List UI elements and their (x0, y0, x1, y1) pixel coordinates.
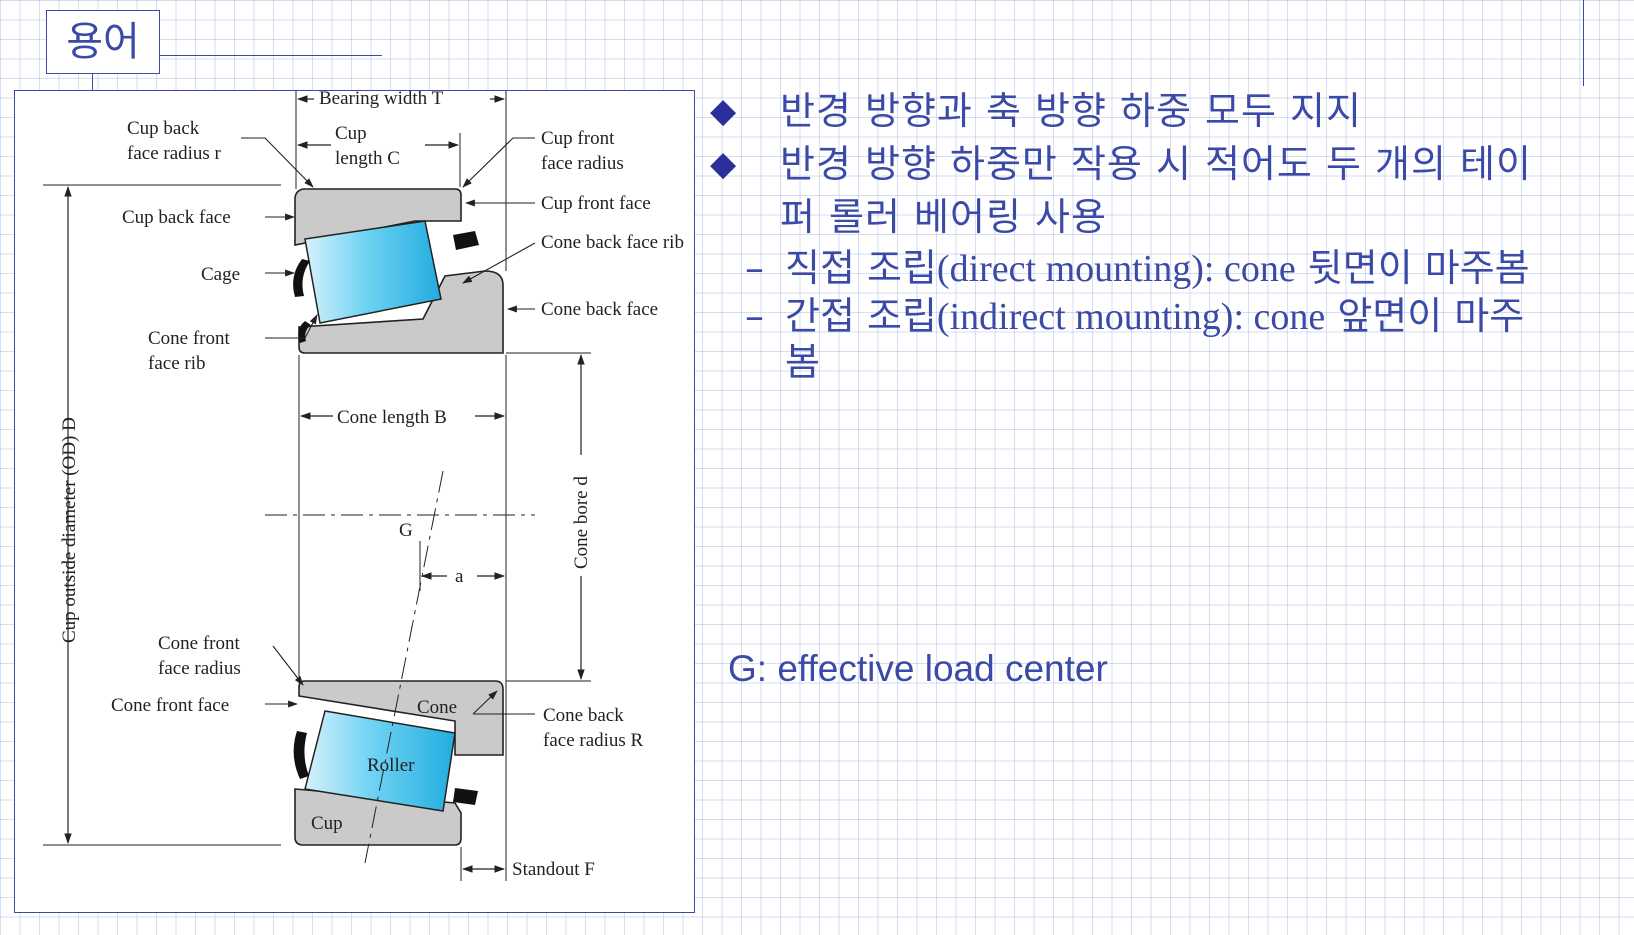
label-cup-back-radius-1: Cup back (127, 118, 200, 139)
bullet-text-line2: 퍼 롤러 베어링 사용 (780, 195, 1107, 239)
bearing-figure: Bearing width T Cup back face radius r C… (14, 90, 695, 913)
label-cone: Cone (417, 697, 457, 718)
bullet-text: 반경 방향과 축 방향 하중 모두 지지 (780, 89, 1362, 133)
label-cup-front-radius-2: face radius (541, 153, 624, 174)
sub-bullet-prefix: 직접 조립 (785, 246, 937, 290)
dash-bullet: – (745, 294, 764, 338)
label-cup-back-radius-2: face radius r (127, 143, 222, 164)
title-stub-rule (92, 74, 93, 90)
label-cone-back-face-rib: Cone back face rib (541, 232, 684, 253)
label-cup-od: Cup outside diameter (OD) D (59, 417, 80, 643)
label-cone-front-rib-1: Cone front (148, 328, 231, 349)
sub-bullet-item: – 간접 조립(indirect mounting): cone 앞면이 마주 … (710, 294, 1634, 385)
right-rule (1583, 0, 1584, 86)
label-a: a (455, 566, 464, 587)
label-cup-back-face: Cup back face (122, 207, 231, 228)
label-cone-front-face: Cone front face (111, 695, 229, 716)
sub-bullet-term: (indirect mounting): cone (936, 296, 1326, 338)
diamond-bullet-icon: ◆ (710, 144, 738, 184)
label-cone-back-radius-1: Cone back (543, 705, 624, 726)
label-cone-front-rib-2: face rib (148, 353, 205, 374)
title-rule (160, 55, 382, 56)
label-cup-length-1: Cup (335, 123, 367, 144)
label-cage: Cage (201, 264, 240, 285)
sub-bullet-line2: 봄 (785, 340, 820, 384)
bullet-list: ◆ 반경 방향과 축 방향 하중 모두 지지 ◆ 반경 방향 하중만 작용 시 … (710, 85, 1634, 385)
bullet-item: ◆ 반경 방향과 축 방향 하중 모두 지지 (710, 85, 1634, 138)
sub-bullet-item: – 직접 조립(direct mounting): cone 뒷면이 마주봄 (710, 246, 1634, 292)
label-cone-length: Cone length B (337, 407, 447, 428)
diamond-bullet-icon: ◆ (710, 91, 738, 131)
sub-bullet-suffix: 뒷면이 마주봄 (1295, 246, 1530, 290)
label-roller: Roller (367, 755, 415, 776)
label-cone-back-face: Cone back face (541, 299, 658, 320)
label-cup-front-face: Cup front face (541, 193, 651, 214)
label-standout: Standout F (512, 859, 595, 880)
dash-bullet: – (745, 246, 764, 290)
label-g: G (399, 520, 413, 541)
label-cup: Cup (311, 813, 343, 834)
label-cup-length-2: length C (335, 148, 400, 169)
label-cone-front-radius-2: face radius (158, 658, 241, 679)
label-bearing-width: Bearing width T (319, 91, 444, 109)
label-cone-bore: Cone bore d (571, 476, 592, 569)
bearing-diagram: Bearing width T Cup back face radius r C… (43, 91, 684, 881)
bullet-item: ◆ 반경 방향 하중만 작용 시 적어도 두 개의 테이 퍼 롤러 베어링 사용 (710, 138, 1634, 244)
slide-title: 용어 (46, 10, 160, 74)
label-cone-front-radius-1: Cone front (158, 633, 241, 654)
bullet-text-line1: 반경 방향 하중만 작용 시 적어도 두 개의 테이 (780, 142, 1532, 186)
g-definition: G: effective load center (728, 648, 1108, 689)
label-cup-front-radius-1: Cup front (541, 128, 615, 149)
sub-bullet-suffix: 앞면이 마주 (1325, 294, 1525, 338)
sub-bullet-term: (direct mounting): cone (936, 248, 1296, 290)
label-cone-back-radius-2: face radius R (543, 730, 644, 751)
sub-bullet-prefix: 간접 조립 (785, 294, 937, 338)
